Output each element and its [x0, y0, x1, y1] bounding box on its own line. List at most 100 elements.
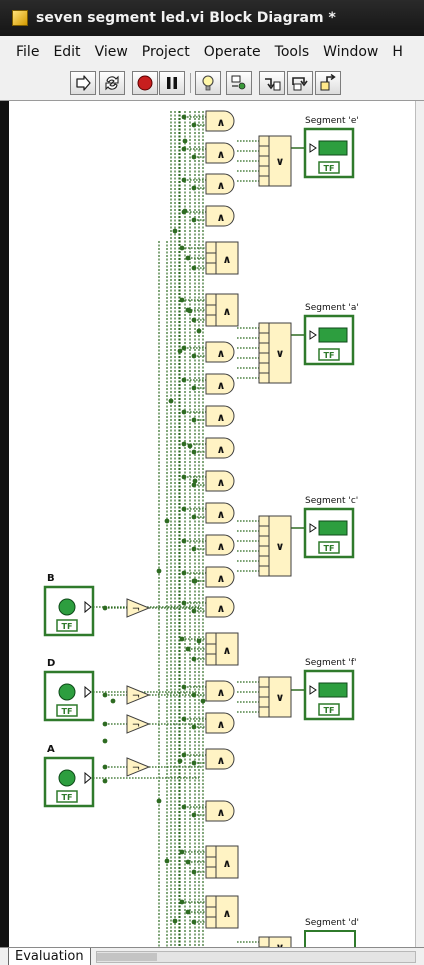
indicator-led[interactable] [318, 140, 348, 156]
and-gate-symbol[interactable]: ∧ [217, 718, 226, 731]
indicator-label[interactable]: Segment 'd' [305, 918, 359, 928]
and-gate-15[interactable] [205, 596, 235, 618]
indicator-label[interactable]: Segment 'c' [305, 496, 358, 506]
menu-window[interactable]: Window [323, 44, 379, 60]
not-gate-3[interactable] [126, 714, 151, 734]
terminal-type-label[interactable]: TF [62, 622, 73, 631]
and-gate-22[interactable] [205, 895, 239, 929]
and-gate-symbol[interactable]: ∧ [217, 806, 226, 819]
abort-button[interactable] [132, 71, 158, 95]
menu-help[interactable]: H [392, 44, 403, 60]
indicator-input-arrow[interactable] [309, 143, 317, 153]
and-gate-symbol[interactable]: ∧ [217, 211, 226, 224]
and-gate-symbol[interactable]: ∧ [217, 179, 226, 192]
indicator-input-arrow[interactable] [309, 330, 317, 340]
and-gate-9[interactable] [205, 405, 235, 427]
run-button[interactable] [70, 71, 96, 95]
and-gate-symbol[interactable]: ∧ [217, 572, 226, 585]
and-gate-symbol[interactable]: ∧ [217, 379, 226, 392]
and-gate-symbol[interactable]: ∧ [223, 305, 232, 318]
and-gate-symbol[interactable]: ∧ [217, 443, 226, 456]
and-gate-10[interactable] [205, 437, 235, 459]
retain-wire-values-button[interactable] [226, 71, 252, 95]
run-continuously-button[interactable] [99, 71, 125, 95]
and-gate-2[interactable] [205, 142, 235, 164]
and-gate-symbol[interactable]: ∧ [223, 857, 232, 870]
indicator-led[interactable] [318, 327, 348, 343]
or-gate-symbol[interactable]: ∨ [276, 155, 285, 168]
and-gate-16[interactable] [205, 632, 239, 666]
vertical-scrollbar[interactable] [415, 101, 424, 947]
terminal-type-label[interactable]: TF [324, 164, 335, 173]
or-gate-5[interactable] [258, 936, 292, 947]
terminal-type-box[interactable] [318, 703, 340, 716]
and-gate-18[interactable] [205, 712, 235, 734]
menu-tools[interactable]: Tools [274, 44, 310, 60]
and-gate-symbol[interactable]: ∧ [217, 540, 226, 553]
indicator-led[interactable] [318, 682, 348, 698]
and-gate-7[interactable] [205, 341, 235, 363]
indicator-led[interactable] [318, 520, 348, 536]
menu-operate[interactable]: Operate [203, 44, 261, 60]
and-gate-14[interactable] [205, 566, 235, 588]
not-gate-symbol[interactable]: ¬ [132, 604, 140, 615]
indicator-label[interactable]: Segment 'a' [305, 303, 359, 313]
segment-indicator[interactable] [304, 930, 356, 947]
or-gate-symbol[interactable]: ∨ [276, 347, 285, 360]
terminal-type-box[interactable] [318, 161, 340, 174]
not-gate-symbol[interactable]: ¬ [132, 691, 140, 702]
and-gate-symbol[interactable]: ∧ [217, 686, 226, 699]
step-over-button[interactable] [287, 71, 313, 95]
not-gate-4[interactable] [126, 757, 151, 777]
terminal-type-label[interactable]: TF [324, 351, 335, 360]
or-gate-1[interactable] [258, 135, 292, 187]
terminal-type-label[interactable]: TF [324, 544, 335, 553]
and-gate-symbol[interactable]: ∧ [223, 907, 232, 920]
indicator-label[interactable]: Segment 'e' [305, 116, 359, 126]
and-gate-13[interactable] [205, 534, 235, 556]
terminal-type-box[interactable] [56, 790, 78, 803]
and-gate-3[interactable] [205, 173, 235, 195]
and-gate-symbol[interactable]: ∧ [217, 116, 226, 129]
and-gate-symbol[interactable]: ∧ [217, 347, 226, 360]
terminal-type-box[interactable] [56, 704, 78, 717]
and-gate-symbol[interactable]: ∧ [217, 476, 226, 489]
and-gate-12[interactable] [205, 502, 235, 524]
pause-button[interactable] [159, 71, 185, 95]
indicator-input-arrow[interactable] [309, 523, 317, 533]
and-gate-11[interactable] [205, 470, 235, 492]
or-gate-symbol[interactable]: ∨ [276, 540, 285, 553]
menu-project[interactable]: Project [141, 44, 190, 60]
and-gate-8[interactable] [205, 373, 235, 395]
menu-file[interactable]: File [16, 44, 40, 60]
and-gate-symbol[interactable]: ∧ [217, 754, 226, 767]
and-gate-symbol[interactable]: ∧ [217, 602, 226, 615]
terminal-type-label[interactable]: TF [62, 707, 73, 716]
terminal-type-label[interactable]: TF [62, 793, 73, 802]
highlight-execution-button[interactable] [195, 71, 221, 95]
horizontal-scrollbar-thumb[interactable] [97, 953, 157, 961]
and-gate-17[interactable] [205, 680, 235, 702]
horizontal-scrollbar[interactable] [96, 951, 416, 963]
and-gate-5[interactable] [205, 241, 239, 275]
step-into-button[interactable] [259, 71, 285, 95]
not-gate-symbol[interactable]: ¬ [132, 763, 140, 774]
and-gate-symbol[interactable]: ∧ [223, 644, 232, 657]
step-out-button[interactable] [315, 71, 341, 95]
and-gate-20[interactable] [205, 800, 235, 822]
not-gate-symbol[interactable]: ¬ [132, 720, 140, 731]
indicator-input-arrow[interactable] [309, 685, 317, 695]
and-gate-symbol[interactable]: ∧ [217, 508, 226, 521]
or-gate-symbol[interactable]: ∨ [276, 941, 285, 947]
and-gate-symbol[interactable]: ∧ [217, 148, 226, 161]
block-diagram-canvas[interactable]: ∧∧∧∧∧∧∧∧∧∧∧∧∧∧∧∧∧∧∧∧∧∧∨∨∨∨∨Segment 'e'TF… [9, 101, 415, 947]
menu-view[interactable]: View [94, 44, 128, 60]
or-gate-symbol[interactable]: ∨ [276, 691, 285, 704]
terminal-type-label[interactable]: TF [324, 706, 335, 715]
and-gate-symbol[interactable]: ∧ [223, 253, 232, 266]
and-gate-19[interactable] [205, 748, 235, 770]
and-gate-21[interactable] [205, 845, 239, 879]
not-gate-2[interactable] [126, 685, 151, 705]
terminal-type-box[interactable] [318, 348, 340, 361]
and-gate-6[interactable] [205, 293, 239, 327]
